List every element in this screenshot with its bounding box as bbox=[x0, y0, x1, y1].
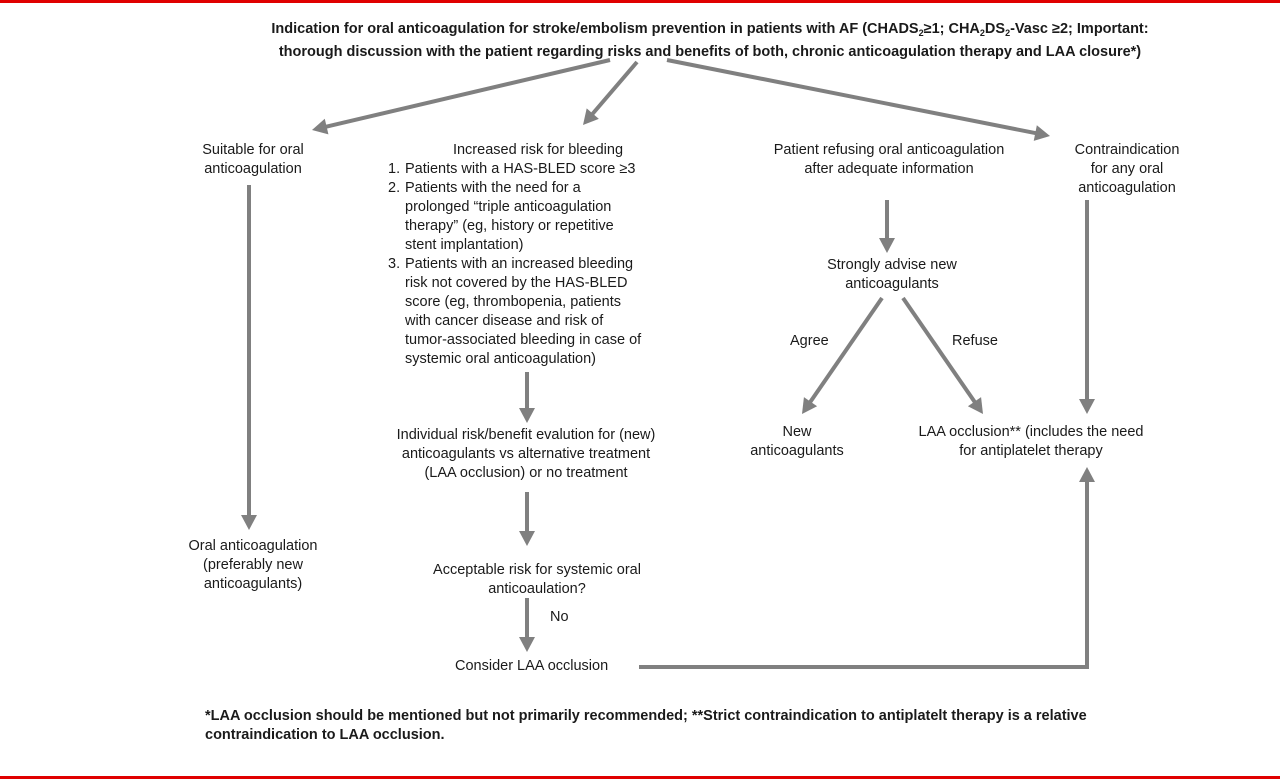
criterion-line: prolonged “triple anticoagulation bbox=[405, 199, 612, 215]
criterion-number: 2. bbox=[388, 180, 401, 196]
criterion-line: Patients with a HAS-BLED score ≥3 bbox=[405, 161, 636, 177]
criterion-line: with cancer disease and risk of bbox=[405, 313, 604, 329]
arrow-suitable-to-oral bbox=[241, 185, 257, 530]
arrow-individual-to-acceptable bbox=[519, 492, 535, 546]
criterion-number: 1. bbox=[388, 161, 401, 177]
arrow-advise-to-new-anticoagulants bbox=[802, 296, 884, 414]
node-suitable: Suitable for oral anticoagulation bbox=[202, 142, 304, 177]
label-refuse: Refuse bbox=[952, 333, 998, 349]
node-patient-refusing: Patient refusing oral anticoagulation af… bbox=[773, 142, 1005, 177]
bleeding-criterion: 3.Patients with an increased bleeding ris… bbox=[388, 255, 688, 369]
footnote: *LAA occlusion should be mentioned but n… bbox=[205, 708, 1087, 743]
top-red-rule bbox=[0, 0, 1280, 3]
node-oral-anticoagulation: Oral anticoagulation (preferably new ant… bbox=[188, 538, 318, 592]
label-agree: Agree bbox=[790, 333, 829, 349]
bleeding-heading: Increased risk for bleeding bbox=[452, 142, 624, 158]
criterion-line: therapy” (eg, history or repetitive bbox=[405, 218, 614, 234]
node-acceptable-risk: Acceptable risk for systemic oral antico… bbox=[433, 562, 641, 597]
bleeding-criterion: 1.Patients with a HAS-BLED score ≥3 bbox=[388, 160, 688, 179]
arrow-title-to-contraindication bbox=[666, 58, 1050, 141]
criterion-line: Patients with the need for a bbox=[405, 180, 581, 196]
arrow-advise-to-laa bbox=[901, 296, 983, 414]
arrow-consider-to-laa bbox=[639, 467, 1095, 669]
arrow-title-to-suitable bbox=[312, 58, 611, 135]
criterion-line: risk not covered by the HAS-BLED bbox=[405, 275, 628, 291]
node-consider-laa: Consider LAA occlusion bbox=[455, 658, 609, 674]
criterion-line: stent implantation) bbox=[405, 237, 524, 253]
arrow-refusing-to-advise bbox=[879, 200, 895, 253]
node-increased-bleeding: Increased risk for bleeding 1.Patients w… bbox=[388, 141, 688, 369]
diagram-title: Indication for oral anticoagulation for … bbox=[271, 21, 1149, 60]
criterion-line: systemic oral anticoagulation) bbox=[405, 351, 597, 367]
node-individual-evaluation: Individual risk/benefit evalution for (n… bbox=[396, 427, 656, 481]
arrow-title-to-bleeding bbox=[583, 60, 639, 125]
label-no: No bbox=[550, 609, 569, 625]
bottom-red-rule bbox=[0, 776, 1280, 779]
arrow-bleeding-to-individual bbox=[519, 372, 535, 423]
node-laa-occlusion: LAA occlusion** (includes the need for a… bbox=[918, 424, 1144, 459]
node-new-anticoagulants: New anticoagulants bbox=[750, 424, 844, 459]
arrow-contraindication-to-laa bbox=[1079, 200, 1095, 414]
node-strongly-advise: Strongly advise new anticoagulants bbox=[827, 257, 957, 292]
criterion-line: Patients with an increased bleeding bbox=[405, 256, 634, 272]
criterion-number: 3. bbox=[388, 256, 401, 272]
criterion-line: score (eg, thrombopenia, patients bbox=[405, 294, 622, 310]
criterion-line: tumor-associated bleeding in case of bbox=[405, 332, 642, 348]
node-contraindication: Contraindication for any oral anticoagul… bbox=[1074, 142, 1180, 196]
arrow-acceptable-to-consider bbox=[519, 598, 535, 652]
bleeding-criterion: 2.Patients with the need for a prolonged … bbox=[388, 179, 688, 255]
